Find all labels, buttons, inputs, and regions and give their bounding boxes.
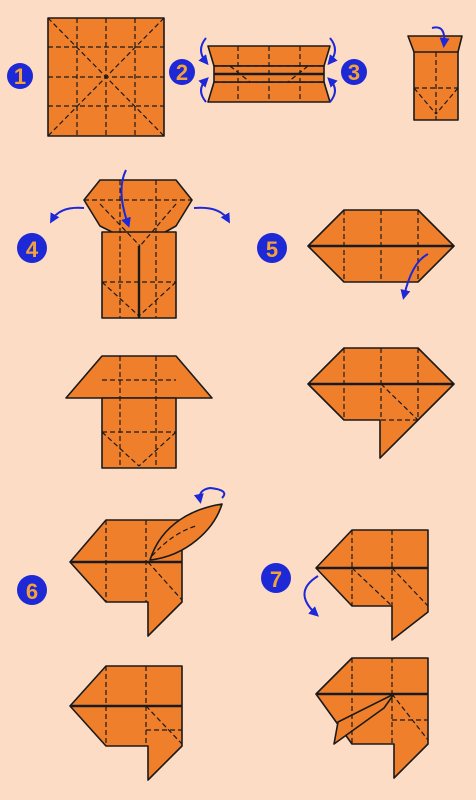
step-6-number: 6 bbox=[26, 579, 38, 604]
step-5-result bbox=[307, 347, 455, 459]
step-4-arrows bbox=[50, 169, 230, 228]
step-5-number: 5 bbox=[266, 237, 278, 262]
step-6-badge: 6 bbox=[17, 575, 47, 605]
step-4-model bbox=[83, 179, 193, 319]
step-6-result bbox=[69, 665, 183, 781]
step-1-number: 1 bbox=[14, 64, 26, 89]
step-2-3-arrows bbox=[198, 37, 338, 103]
step-4-number: 4 bbox=[26, 237, 39, 262]
step-7-badge: 7 bbox=[261, 563, 291, 593]
step-3-number: 3 bbox=[348, 60, 360, 85]
step-6-model bbox=[69, 486, 226, 637]
step-3-badge: 3 bbox=[341, 59, 367, 85]
step-1-square bbox=[47, 17, 165, 137]
step-2-3-strip bbox=[207, 45, 331, 103]
step-4-result bbox=[65, 355, 213, 469]
step-7-result bbox=[315, 657, 429, 779]
step-3-rectangle bbox=[407, 26, 463, 121]
step-7-number: 7 bbox=[270, 567, 282, 592]
step-2-number: 2 bbox=[176, 60, 188, 85]
step-5-badge: 5 bbox=[257, 233, 287, 263]
step-2-badge: 2 bbox=[169, 59, 195, 85]
step-4-badge: 4 bbox=[17, 233, 47, 263]
step-1-badge: 1 bbox=[7, 63, 33, 89]
step-7-model bbox=[303, 529, 429, 641]
step-5-hexagon bbox=[307, 209, 455, 300]
